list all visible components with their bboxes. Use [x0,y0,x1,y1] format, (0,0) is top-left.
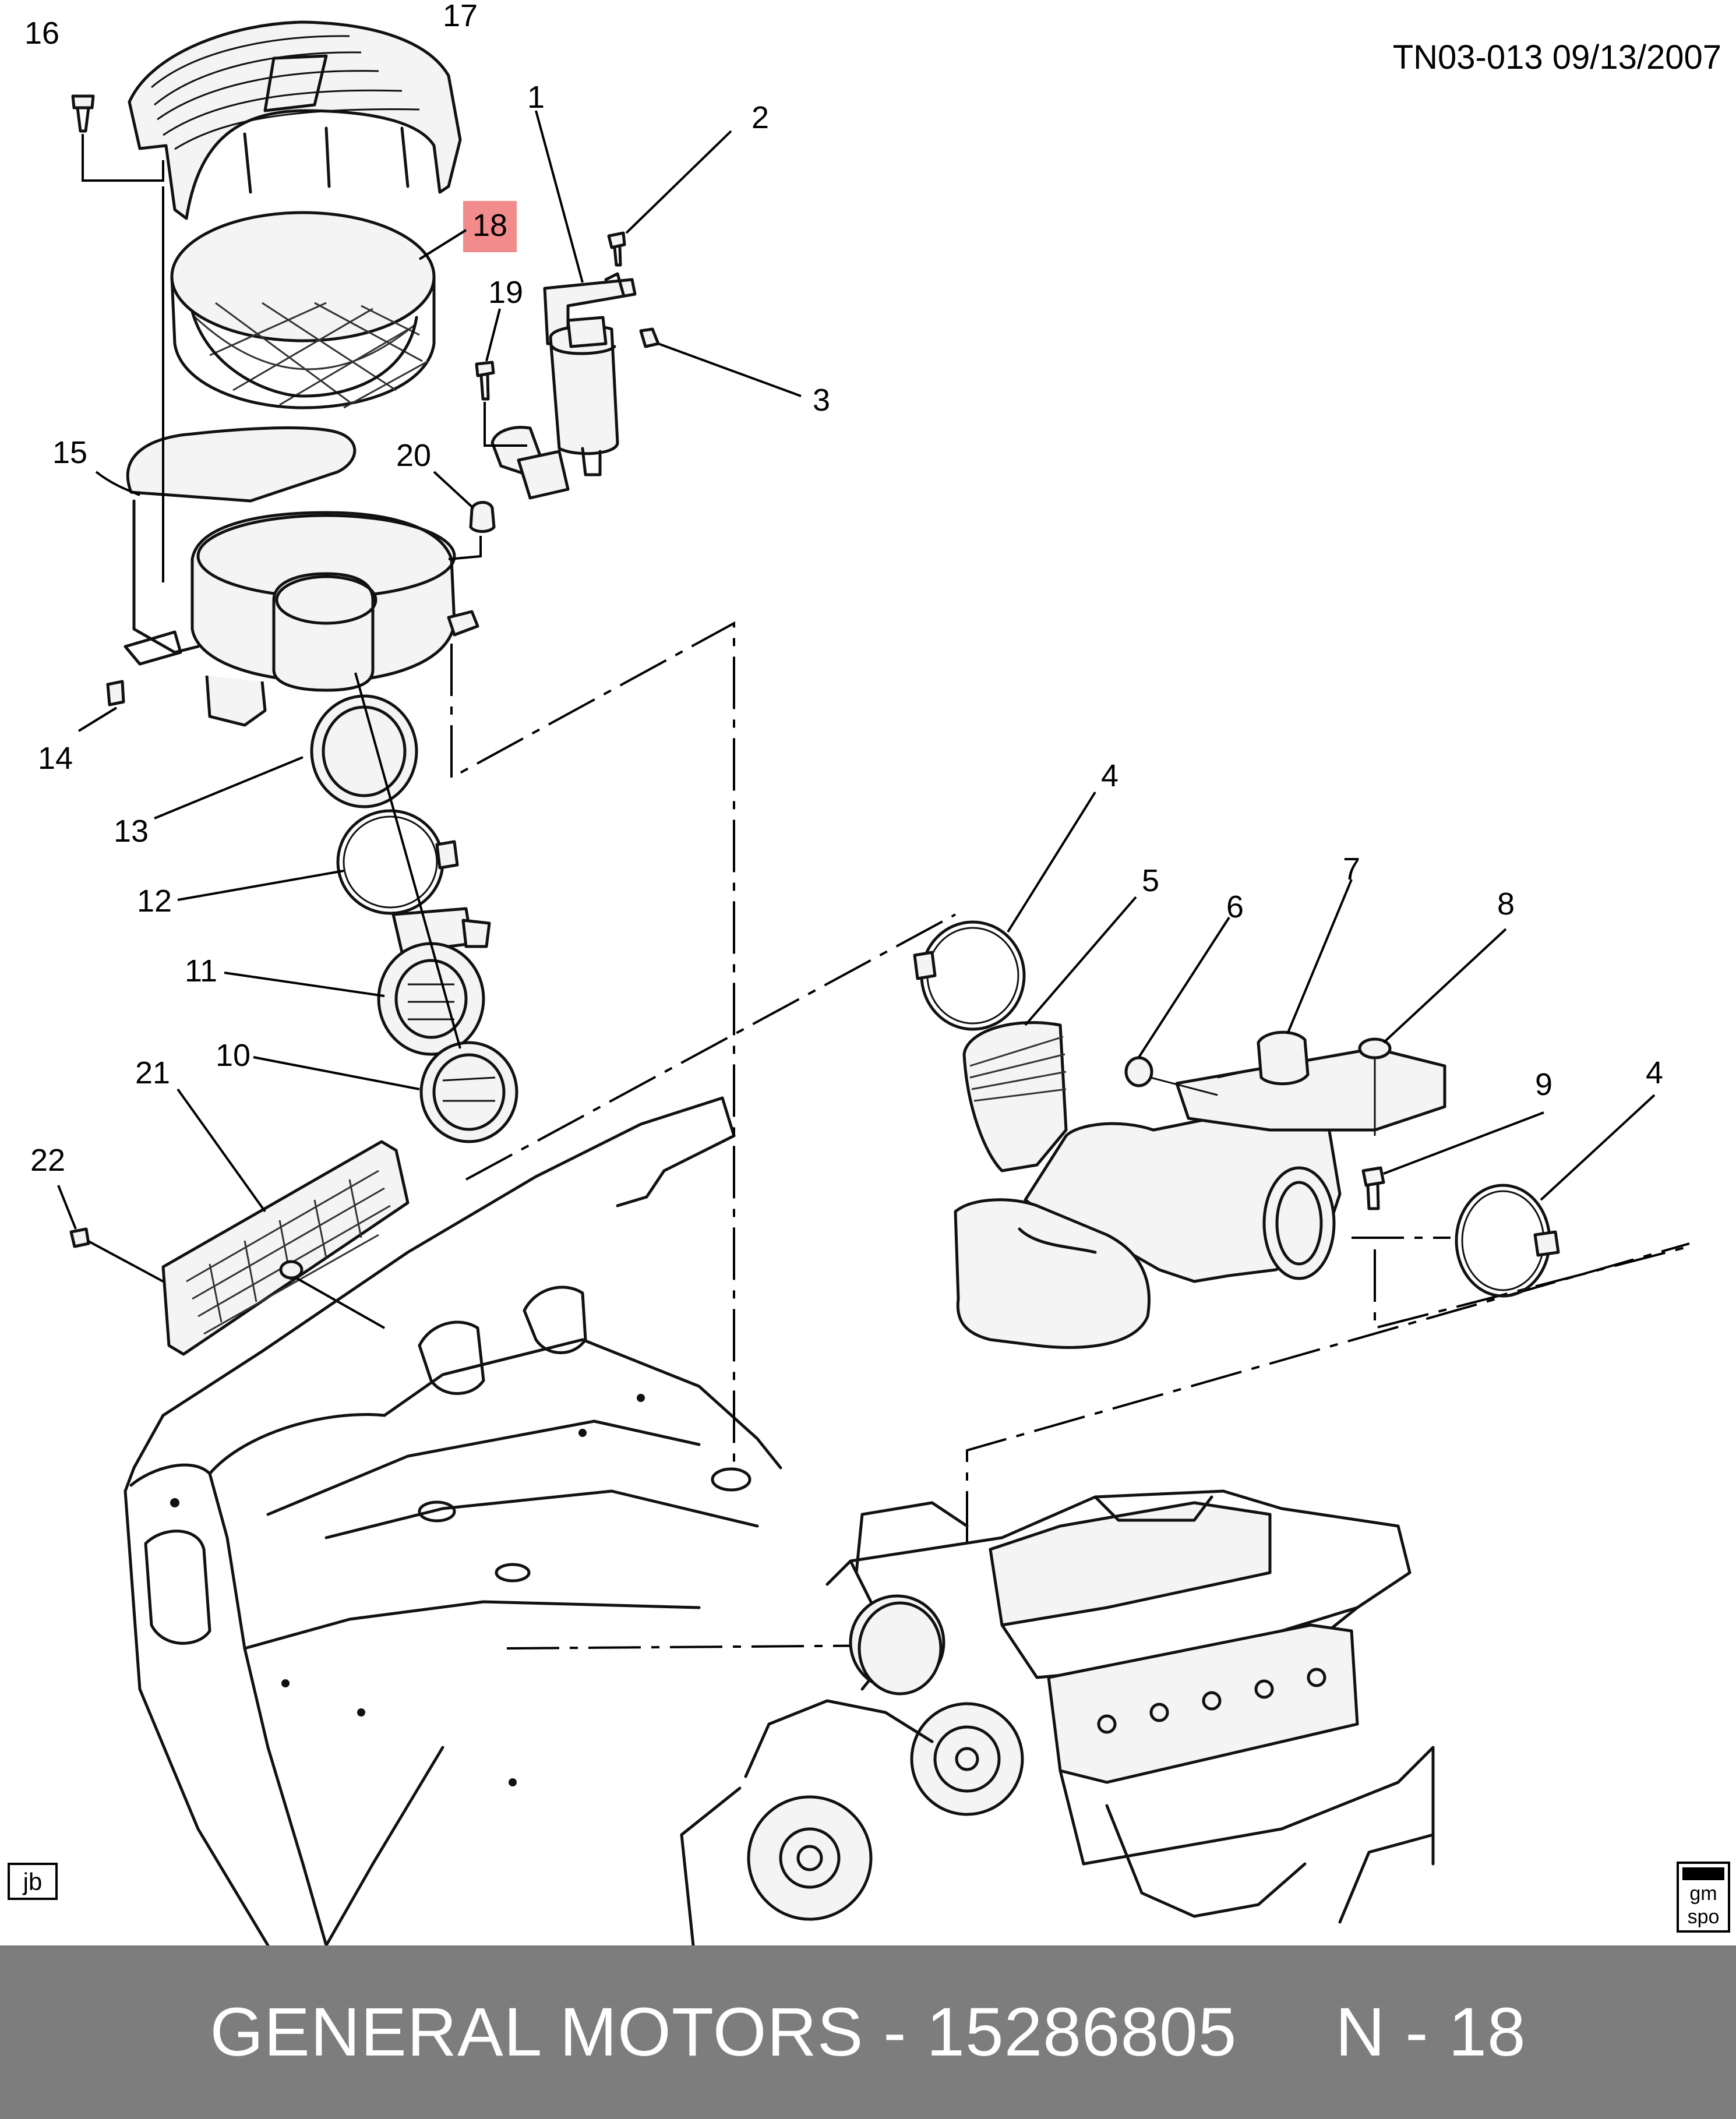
callout-1: 1 [527,80,545,115]
callout-15: 15 [52,435,87,470]
callout-20: 20 [396,438,431,473]
callout-14: 14 [38,741,73,776]
footer-banner: GENERAL MOTORS - 15286805 N - 18 [0,1945,1736,2119]
callout-11: 11 [185,953,217,988]
housing-bolt [106,680,125,707]
callout-7: 7 [1343,852,1360,887]
pcv-fitting [1361,1166,1385,1210]
callout-12: 12 [137,884,172,919]
air-intake-duct [954,1021,1446,1349]
callout-4a: 4 [1101,758,1118,793]
callout-21: 21 [135,1055,170,1090]
callout-9: 9 [1535,1067,1552,1102]
inlet-grille [161,1140,410,1356]
callout-4b: 4 [1646,1055,1663,1090]
spo-logo-text: spo [1688,1906,1720,1928]
exploded-parts-diagram: TN03-013 09/13/2007 [8,0,1730,1945]
mass-airflow-sensor [377,907,491,1056]
resonator-valve [1257,1030,1310,1086]
callout-19: 19 [488,275,523,310]
callout-22: 22 [30,1143,65,1178]
callout-16: 16 [24,16,59,51]
intake-duct-adapter [419,1041,518,1143]
callout-5: 5 [1142,863,1159,898]
callout-10: 10 [216,1038,250,1073]
grille-screw [69,1227,90,1248]
gm-logo-text: gm [1689,1883,1717,1905]
callout-8: 8 [1497,887,1515,921]
callout-18: 18 [472,208,507,243]
air-filter-element [170,211,436,409]
vehicle-front-structure [124,1096,782,1945]
callout-13: 13 [114,814,149,849]
jb-badge-label: jb [22,1868,43,1895]
callout-3: 3 [813,383,830,418]
air-cleaner-housing [124,426,479,727]
clamp-12 [336,809,459,915]
callout-17: 17 [443,0,478,33]
cover-screw [71,94,95,133]
footer-part-label: GENERAL MOTORS - 15286805 N - 18 [210,1994,1526,2071]
duct-clamp-4b [1455,1184,1560,1298]
sensor-bracket [491,231,660,500]
jb-badge: jb [8,1863,58,1900]
air-cleaner-cover [128,20,462,220]
doc-code: TN03-013 09/13/2007 [1393,38,1721,76]
grommet [469,501,496,533]
callout-6: 6 [1226,889,1244,924]
bracket-bolt [475,361,495,401]
clamp-ring-13 [310,694,418,808]
duct-clamp-4a [913,920,1026,1031]
grommet-6 [1124,1056,1153,1087]
engine-assembly [680,1489,1435,1945]
gm-spo-logo: gm spo [1677,1862,1730,1933]
callout-2: 2 [751,100,769,135]
highlight-box-18 [463,201,517,252]
